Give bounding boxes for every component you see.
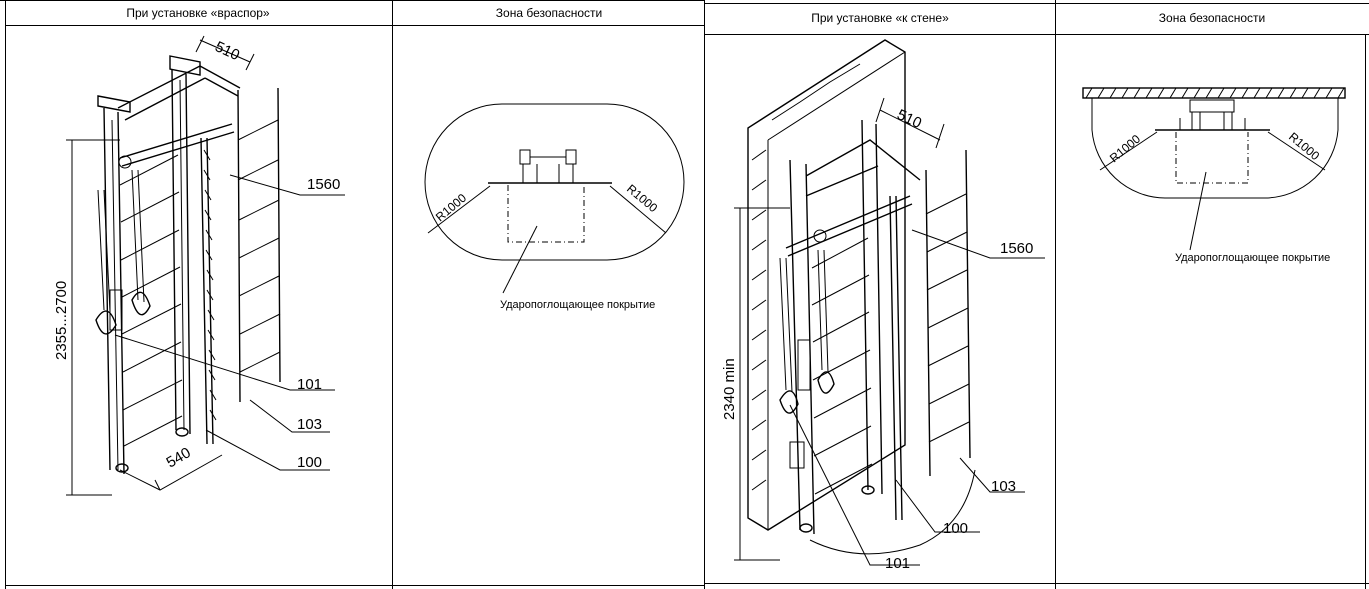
right-callout-1560: 1560 [1000, 240, 1033, 257]
left-dim-top: 510 [212, 38, 242, 64]
left-callout-103: 103 [297, 416, 322, 433]
right-dim-height: 2340 min [721, 358, 738, 420]
zone2-radius-right: R1000 [1286, 130, 1322, 164]
header-col4: Зона безопасности [1159, 11, 1265, 25]
left-callout-101: 101 [297, 376, 322, 393]
header-col1: При установке «враспор» [126, 6, 270, 20]
zone2-note: Ударопоглощающее покрытие [1175, 252, 1330, 264]
right-callout-103: 103 [991, 478, 1016, 495]
right-callout-101: 101 [885, 555, 910, 572]
safety-zone-2-diagram [1082, 87, 1346, 251]
zone2-radius-left: R1000 [1107, 132, 1143, 166]
header-col3: При установке «к стене» [811, 11, 949, 25]
wall-bars-spacer-drawing [66, 35, 345, 496]
right-dim-top: 510 [894, 106, 924, 132]
zone1-note: Ударопоглощающее покрытие [500, 299, 655, 311]
left-callout-1560: 1560 [307, 176, 340, 193]
safety-zone-1-diagram [424, 103, 685, 294]
right-callout-100: 100 [943, 520, 968, 537]
header-col2: Зона безопасности [496, 6, 602, 20]
zone1-radius-left: R1000 [433, 191, 469, 225]
left-callout-100: 100 [297, 454, 322, 471]
zone1-radius-right: R1000 [624, 182, 660, 216]
left-dim-bottom: 540 [164, 444, 194, 471]
wall-bars-wall-drawing [734, 39, 1045, 566]
left-dim-height: 2355...2700 [53, 281, 70, 360]
